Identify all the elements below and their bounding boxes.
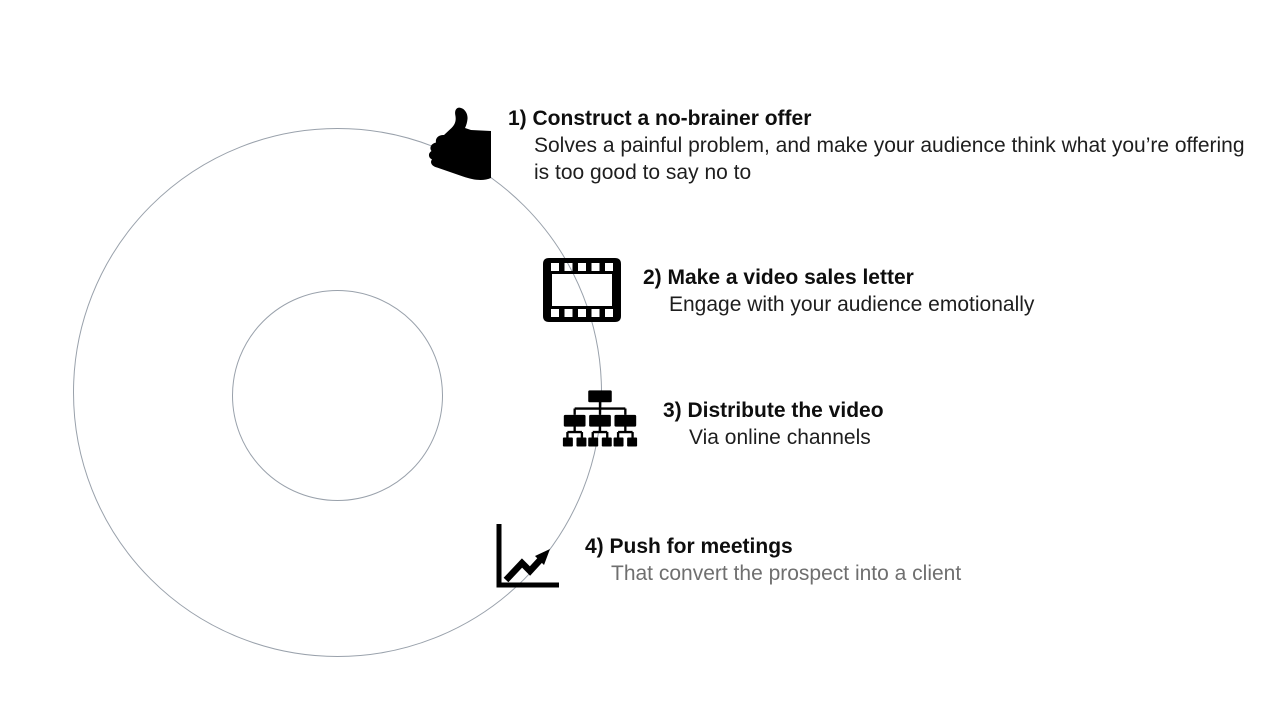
step-1-description: Solves a painful problem, and make your … — [534, 134, 1245, 184]
line-chart-icon — [491, 521, 563, 593]
step-2: 2) Make a video sales letter Engage with… — [643, 264, 1034, 318]
step-1-title: 1) Construct a no-brainer offer — [508, 107, 812, 130]
thumbs-up-icon — [427, 105, 493, 183]
step-2-title: 2) Make a video sales letter — [643, 266, 914, 289]
inner-circle — [232, 290, 443, 501]
org-chart-icon — [562, 390, 638, 456]
step-4-description: That convert the prospect into a client — [611, 562, 962, 585]
step-3: 3) Distribute the video Via online chann… — [663, 397, 884, 451]
step-3-description: Via online channels — [689, 426, 871, 449]
film-strip-icon — [543, 258, 621, 322]
step-2-description: Engage with your audience emotionally — [669, 293, 1035, 316]
step-1: 1) Construct a no-brainer offer Solves a… — [508, 105, 1246, 186]
step-4: 4) Push for meetings That convert the pr… — [585, 533, 961, 587]
step-4-title: 4) Push for meetings — [585, 535, 793, 558]
step-3-title: 3) Distribute the video — [663, 399, 884, 422]
